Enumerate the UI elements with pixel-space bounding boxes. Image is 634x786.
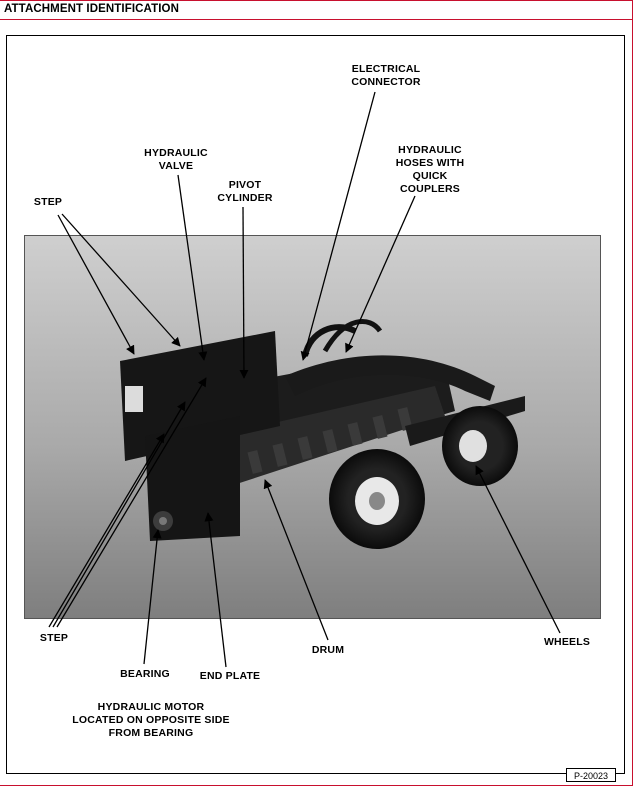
page-title: ATTACHMENT IDENTIFICATION xyxy=(4,3,179,15)
step-label-top: STEP xyxy=(33,196,63,208)
hydraulic-valve-label: HYDRAULIC VALVE xyxy=(144,147,208,172)
attachment-illustration xyxy=(25,236,600,618)
figure-code: P-20023 xyxy=(566,768,616,782)
electrical-connector-label: ELECTRICAL CONNECTOR xyxy=(351,63,421,88)
hydraulic-motor-note: HYDRAULIC MOTOR LOCATED ON OPPOSITE SIDE… xyxy=(72,701,230,739)
end-plate-label: END PLATE xyxy=(199,670,261,682)
step-label-bottom: STEP xyxy=(39,632,69,644)
figure-frame xyxy=(6,35,625,774)
wheels-label: WHEELS xyxy=(543,636,591,648)
pivot-cylinder-label: PIVOT CYLINDER xyxy=(217,179,273,204)
drum-label: DRUM xyxy=(311,644,345,656)
attachment-photo xyxy=(24,235,601,619)
hydraulic-hoses-label: HYDRAULIC HOSES WITH QUICK COUPLERS xyxy=(395,144,465,195)
title-divider xyxy=(0,19,633,20)
bearing-label: BEARING xyxy=(120,668,170,680)
